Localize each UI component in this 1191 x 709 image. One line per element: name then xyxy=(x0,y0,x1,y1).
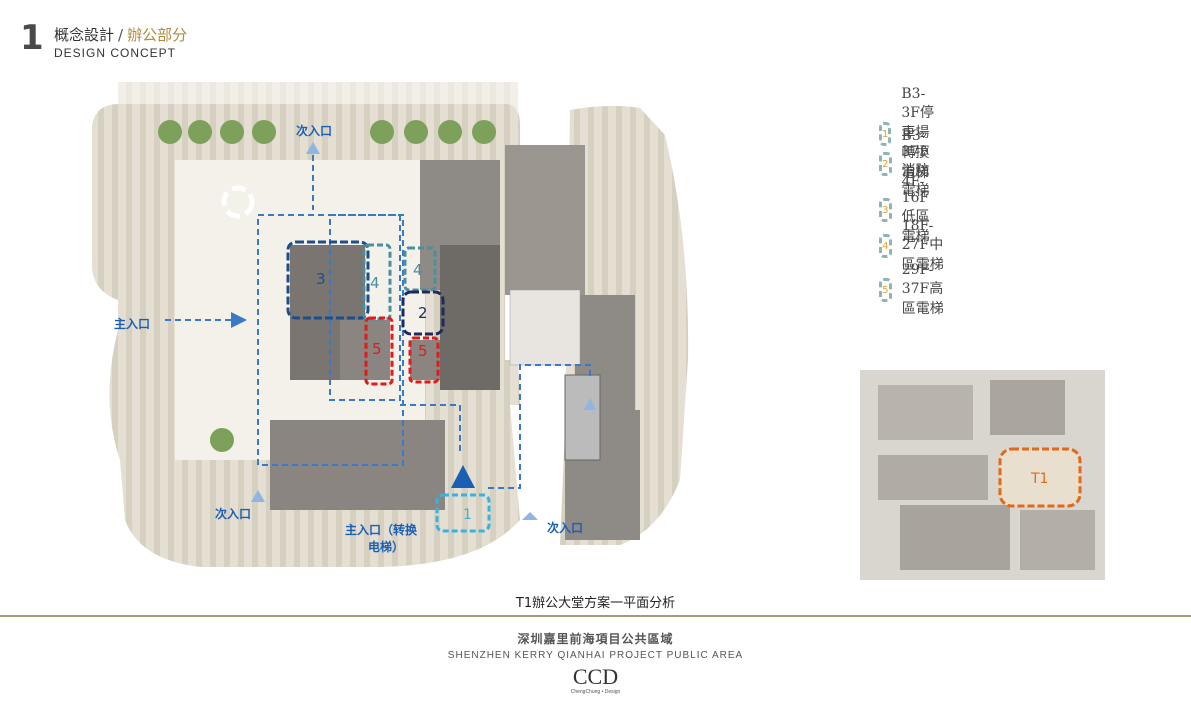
tree xyxy=(220,120,244,144)
legend-text-4: 18F-27F中區電梯 xyxy=(901,218,944,273)
legend-text-3: 4F-16F低區電梯 xyxy=(901,174,930,245)
tree xyxy=(472,120,496,144)
tree xyxy=(188,120,212,144)
key-map: T1 xyxy=(860,370,1105,580)
legend-item-1: 1 B3-3F停車場轉換電梯 xyxy=(879,86,937,182)
key-map-t1-label: T1 xyxy=(1030,471,1048,487)
legend-marker-1: 1 xyxy=(879,122,892,146)
section-title: 概念設計/辦公部分 xyxy=(54,24,187,45)
plan-caption: T1辦公大堂方案一平面分析 xyxy=(515,596,676,611)
floor-plan: 3 4 4 2 5 5 1 主入口 次入口 次入口 次入口 主入口（转换 电梯）… xyxy=(91,82,1105,580)
key-map-block xyxy=(990,380,1065,435)
section-title-english: DESIGN CONCEPT xyxy=(54,46,177,60)
key-map-block xyxy=(900,505,1010,570)
section-title-sub: 辦公部分 xyxy=(127,26,188,44)
main-entrance-transfer-label-1: 主入口（转换 xyxy=(345,522,418,537)
side-entrance-br-marker xyxy=(522,512,538,520)
ccd-logo: CCD xyxy=(572,664,619,689)
marker-5b-label: 5 xyxy=(418,342,428,360)
marker-1-transfer-elevator xyxy=(435,493,491,533)
marker-5-high-zone-b xyxy=(408,336,440,384)
marker-4a-label: 4 xyxy=(370,274,380,292)
key-map-block xyxy=(1020,510,1095,570)
legend-item-2: 2 B3-37F消防電梯 xyxy=(879,128,941,200)
legend-marker-3: 3 xyxy=(879,198,892,222)
marker-4b-label: 4 xyxy=(413,261,423,279)
main-entrance-transfer-marker xyxy=(451,465,475,488)
tree xyxy=(370,120,394,144)
tree xyxy=(158,120,182,144)
section-number: 1 xyxy=(20,18,44,58)
main-entrance-transfer-label-2: 电梯） xyxy=(368,539,404,554)
main-entrance-label: 主入口 xyxy=(114,316,150,331)
side-entrance-br-label: 次入口 xyxy=(547,520,583,535)
sculpture xyxy=(221,185,255,219)
side-entrance-top-label: 次入口 xyxy=(296,123,332,138)
footer-divider xyxy=(0,615,1191,617)
elevator-bank-high xyxy=(410,340,440,380)
legend-item-5: 5 29F-37F高區電梯 xyxy=(879,262,945,318)
ccd-logo-subtitle: ChengChung • Design xyxy=(570,689,621,695)
marker-1-label: 1 xyxy=(463,507,472,523)
route-right xyxy=(400,404,461,455)
legend-marker-2: 2 xyxy=(879,152,892,176)
legend-text-1: B3-3F停車場轉換電梯 xyxy=(901,86,934,181)
legend-marker-4: 4 xyxy=(879,234,892,258)
route-east xyxy=(488,364,591,489)
key-map-block xyxy=(878,455,988,500)
marker-3-label: 3 xyxy=(316,270,326,288)
marker-2-label: 2 xyxy=(418,304,428,322)
legend-item-4: 4 18F-27F中區電梯 xyxy=(879,218,945,274)
core-service xyxy=(509,289,581,366)
marker-4-mid-zone-a xyxy=(362,243,392,321)
tree xyxy=(252,120,276,144)
title-separator: / xyxy=(118,26,124,44)
marker-5a-label: 5 xyxy=(372,340,382,358)
circulation-routes xyxy=(165,155,591,489)
tree xyxy=(404,120,428,144)
marker-2-fire-elevator xyxy=(401,290,445,336)
key-map-block xyxy=(878,385,973,440)
legend-item-3: 3 4F-16F低區電梯 xyxy=(879,174,941,246)
side-entrance-top-marker xyxy=(306,142,320,154)
footer-project-name-cn: 深圳嘉里前海項目公共區域 xyxy=(517,632,674,646)
core-center xyxy=(440,245,500,390)
route-loop-inner xyxy=(329,214,401,401)
tree xyxy=(210,428,234,452)
trees xyxy=(158,120,496,452)
legend-text-2: B3-37F消防電梯 xyxy=(901,128,930,199)
key-map-t1-site xyxy=(998,447,1082,508)
tree xyxy=(438,120,462,144)
escalator xyxy=(564,374,601,461)
marker-5-high-zone-a xyxy=(364,316,394,386)
marker-4-mid-zone-b xyxy=(403,246,437,292)
escalator-up-marker xyxy=(584,398,596,410)
core-block-north2 xyxy=(505,145,585,295)
marker-3-low-zone xyxy=(286,240,370,320)
legend-marker-5: 5 xyxy=(879,278,892,302)
legend-text-5: 29F-37F高區電梯 xyxy=(901,262,944,317)
footer-project-name-en: SHENZHEN KERRY QIANHAI PROJECT PUBLIC AR… xyxy=(447,650,744,661)
side-entrance-bl-marker xyxy=(251,490,265,502)
side-entrance-bl-label: 次入口 xyxy=(215,506,251,521)
section-title-main: 概念設計 xyxy=(54,26,115,44)
